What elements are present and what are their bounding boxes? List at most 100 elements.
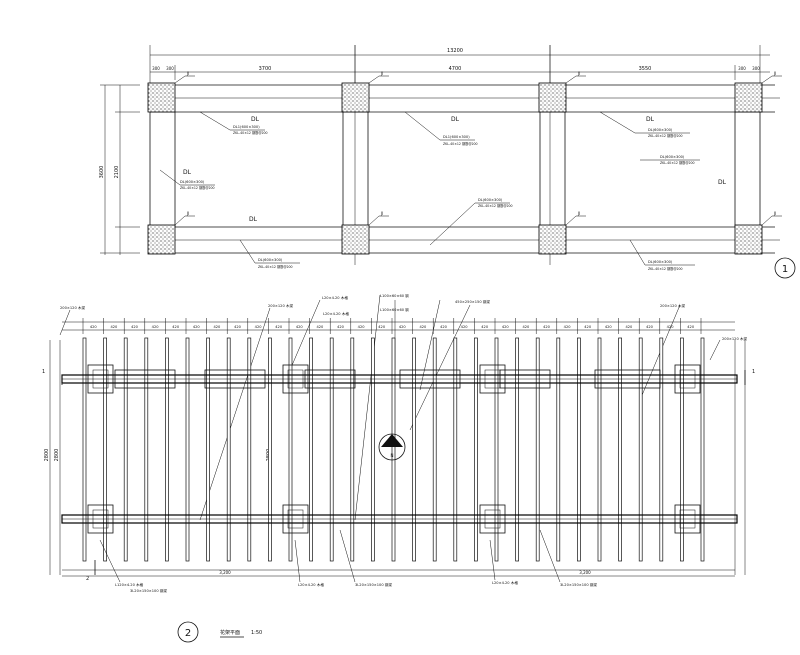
beam-callout: DL(600×300): [648, 128, 673, 132]
slat: [453, 337, 458, 562]
slat-dim-ticks: 420 420 420 420 420 420 420 420 420 420 420 420 420 4…: [82, 318, 702, 334]
beam-callout: DL(600×300): [660, 155, 685, 159]
side-dim: 2800: [44, 449, 50, 462]
column-hatch: [341, 82, 370, 113]
slat: [391, 337, 396, 562]
slat: [268, 337, 272, 562]
slat: [700, 337, 705, 562]
edge-dim-3: 300: [738, 66, 746, 71]
module-dim: 420: [584, 325, 592, 329]
beam-label: DL: [646, 116, 655, 123]
column-hatch: [734, 82, 763, 113]
beam-plan: 13200 3700 4700 3550 300 300 300 300 360…: [99, 45, 796, 279]
beam-label: DL: [718, 179, 727, 186]
module-dim: 420: [419, 325, 427, 329]
module-dim: 420: [378, 325, 386, 329]
column-tag: JI: [577, 71, 580, 76]
column-tag: JI: [380, 71, 383, 76]
overall-dim-bottom: 3,200: [219, 570, 231, 575]
slat: [680, 337, 684, 562]
slat: [185, 337, 190, 562]
beam-callout: ZKL-40×12 钢筋@200: [443, 141, 478, 146]
beam-callout: DL(600×300): [648, 260, 673, 264]
slat: [535, 337, 540, 562]
drawing-scale: 1:50: [251, 630, 262, 636]
column-hatch: [147, 224, 176, 255]
beam-callout: DL(600×300): [478, 198, 503, 202]
beam-callout: ZKL-40×12 钢筋@200: [648, 266, 683, 271]
top-callout: 450×250×150 钢梁: [455, 299, 490, 304]
top-callout: 200×120 木梁: [660, 303, 685, 308]
beam-callout: DL(600×300): [258, 258, 283, 262]
beam-label: DL: [451, 116, 460, 123]
beam-label: DL: [183, 169, 192, 176]
marker-number: 2: [185, 628, 191, 639]
slat: [82, 337, 87, 562]
top-callout: L100×60×60 钢: [380, 307, 409, 312]
north-arrow: N: [378, 433, 406, 461]
slat: [638, 337, 643, 562]
slat: [309, 337, 313, 562]
bottom-callout: 3L20×150×100 钢梁: [355, 582, 392, 587]
module-dim: 420: [296, 325, 304, 329]
marker-number: 1: [782, 264, 788, 275]
column-hatch: [147, 82, 176, 113]
module-dim: 420: [275, 325, 283, 329]
slat: [350, 337, 355, 562]
slat: [618, 337, 622, 562]
section-mark: 1: [752, 369, 755, 375]
module-dim: 420: [625, 325, 633, 329]
module-dim: 420: [440, 325, 448, 329]
slat: [432, 337, 437, 562]
slats: [82, 337, 705, 562]
bottom-callout: L120×4.20 木格: [115, 582, 144, 587]
slat: [597, 337, 602, 562]
module-dim: 420: [358, 325, 366, 329]
module-dim: 420: [461, 325, 469, 329]
module-dim: 420: [234, 325, 242, 329]
slat: [659, 337, 664, 562]
module-dim: 420: [543, 325, 551, 329]
column-hatch: [538, 82, 567, 113]
top-callout: 200×120 木梁: [60, 305, 85, 310]
side-dim: 2800: [54, 449, 60, 462]
beam-callout: ZKL-40×12 钢筋@200: [180, 185, 215, 190]
column-tag: JI: [773, 211, 776, 216]
top-callout: L100×60×60 钢: [380, 293, 409, 298]
column-plates: [87, 364, 701, 534]
slat: [144, 337, 149, 562]
slat: [226, 337, 231, 562]
top-callout: 200×120 木梁: [722, 336, 747, 341]
bay-dim-3: 3550: [639, 66, 652, 72]
edge-dim-2: 300: [166, 66, 174, 71]
module-dim: 420: [152, 325, 160, 329]
column-tag: JI: [577, 211, 580, 216]
bay-dim-2: 4700: [449, 66, 462, 72]
bottom-callout: L20×4.20 木格: [492, 580, 518, 585]
slat: [371, 337, 375, 562]
slat: [515, 337, 519, 562]
module-dim: 420: [646, 325, 654, 329]
slat: [556, 337, 561, 562]
column-hatch: [538, 224, 567, 255]
bottom-callout: 3L20×150×100 钢梁: [130, 588, 167, 593]
module-dim: 420: [502, 325, 510, 329]
side-dim-2: 2100: [114, 166, 120, 179]
slat: [247, 337, 252, 562]
module-dim: 420: [172, 325, 180, 329]
bottom-callout: L20×4.20 木格: [298, 582, 324, 587]
module-dim: 420: [667, 325, 675, 329]
module-dim: 420: [337, 325, 345, 329]
section-mark: 2: [86, 576, 89, 582]
module-dim: 420: [193, 325, 201, 329]
drawing-marker-1: [774, 257, 796, 279]
slat: [206, 337, 210, 562]
slat: [103, 337, 107, 562]
section-mark: 1: [42, 369, 45, 375]
slat: [474, 337, 478, 562]
column-tag: JI: [773, 71, 776, 76]
top-callout: 200×120 木梁: [268, 303, 293, 308]
bottom-callout: 3L20×150×100 钢梁: [560, 582, 597, 587]
module-dim: 420: [110, 325, 118, 329]
